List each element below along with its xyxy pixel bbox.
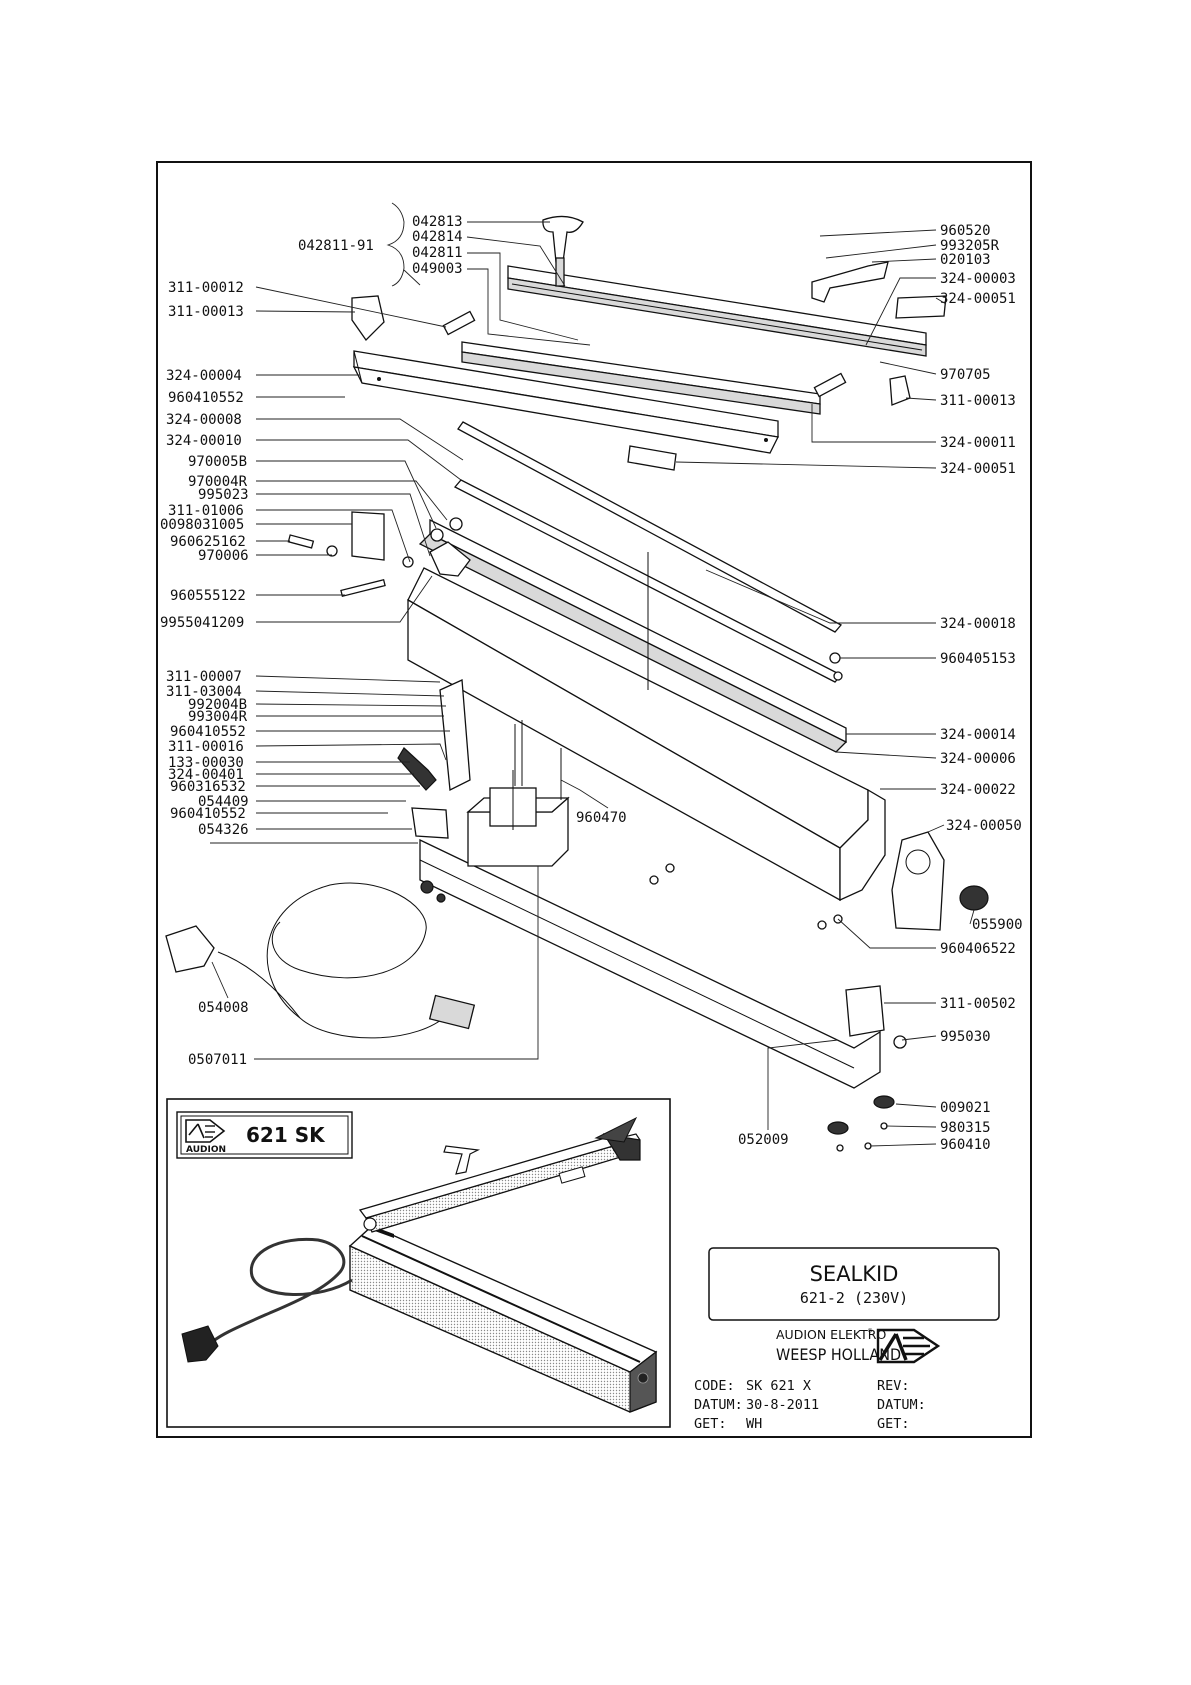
part-label-324-00006: 324-00006 bbox=[940, 751, 1016, 767]
part-label-960625162: 960625162 bbox=[170, 534, 246, 550]
part-labels: 042811-91 042813 042814 042811 049003 31… bbox=[160, 202, 1023, 1153]
rev-label: REV: bbox=[877, 1378, 910, 1394]
part-label-995023: 995023 bbox=[198, 487, 249, 503]
part-label-042811: 042811 bbox=[412, 245, 463, 261]
part-label-054409: 054409 bbox=[198, 794, 249, 810]
part-label-group: 042811-91 bbox=[298, 238, 374, 254]
audion-logo-icon bbox=[185, 1119, 226, 1143]
part-label-311-00013-left: 311-00013 bbox=[168, 304, 244, 320]
part-label-324-00051-mid: 324-00051 bbox=[940, 461, 1016, 477]
datum-label: DATUM: bbox=[694, 1397, 743, 1413]
part-label-324-00050: 324-00050 bbox=[946, 818, 1022, 834]
part-label-960470: 960470 bbox=[576, 810, 627, 826]
ae-logo-icon bbox=[876, 1328, 941, 1364]
code-label: CODE: bbox=[694, 1378, 735, 1394]
part-label-970004r: 970004R bbox=[188, 474, 248, 490]
part-label-311-00016: 311-00016 bbox=[168, 739, 244, 755]
inset-brand: AUDION bbox=[186, 1145, 226, 1155]
inset-badge bbox=[176, 1111, 353, 1159]
part-label-9955041209: 9955041209 bbox=[160, 615, 244, 631]
product-name: SEALKID bbox=[810, 1262, 899, 1286]
part-label-960316532: 960316532 bbox=[170, 779, 246, 795]
part-label-992004b: 992004B bbox=[188, 697, 247, 713]
part-label-960410552-a: 960410552 bbox=[168, 390, 244, 406]
part-label-993004r: 993004R bbox=[188, 709, 248, 725]
title-block: SEALKID 621-2 (230V) AUDION ELEKTRO ® WE… bbox=[694, 1247, 1000, 1432]
sealer-illustration bbox=[181, 1116, 658, 1413]
company-line1: AUDION ELEKTRO bbox=[776, 1327, 886, 1342]
title-box bbox=[708, 1247, 1000, 1321]
part-label-054326: 054326 bbox=[198, 822, 249, 838]
part-label-960410552-b: 960410552 bbox=[170, 724, 246, 740]
part-label-311-00007: 311-00007 bbox=[166, 669, 242, 685]
part-label-324-00010: 324-00010 bbox=[166, 433, 242, 449]
part-label-0507011: 0507011 bbox=[188, 1052, 247, 1068]
part-label-311-00012: 311-00012 bbox=[168, 280, 244, 296]
part-label-311-01006: 311-01006 bbox=[168, 503, 244, 519]
part-label-995030: 995030 bbox=[940, 1029, 991, 1045]
part-label-049003: 049003 bbox=[412, 261, 463, 277]
part-label-324-00003: 324-00003 bbox=[940, 271, 1016, 287]
part-label-980315: 980315 bbox=[940, 1120, 991, 1136]
part-label-020103: 020103 bbox=[940, 252, 991, 268]
part-label-324-00014: 324-00014 bbox=[940, 727, 1016, 743]
exploded-view bbox=[165, 215, 989, 1152]
product-variant: 621-2 (230V) bbox=[800, 1289, 908, 1307]
get-label: GET: bbox=[694, 1416, 727, 1432]
part-label-960520: 960520 bbox=[940, 223, 991, 239]
datum-value: 30-8-2011 bbox=[746, 1397, 819, 1413]
drawing-frame bbox=[156, 161, 1032, 1438]
part-label-970006: 970006 bbox=[198, 548, 249, 564]
part-label-055900: 055900 bbox=[972, 917, 1023, 933]
code-value: SK 621 X bbox=[746, 1378, 811, 1394]
get2-label: GET: bbox=[877, 1416, 910, 1432]
part-label-960555122: 960555122 bbox=[170, 588, 246, 604]
registered-mark: ® bbox=[868, 1327, 873, 1335]
inset-frame bbox=[166, 1098, 671, 1428]
datum2-label: DATUM: bbox=[877, 1397, 926, 1413]
part-label-960405153: 960405153 bbox=[940, 651, 1016, 667]
part-label-324-00008: 324-00008 bbox=[166, 412, 242, 428]
part-label-324-00004: 324-00004 bbox=[166, 368, 242, 384]
product-inset: AUDION 621 SK bbox=[166, 1098, 671, 1428]
part-label-960410: 960410 bbox=[940, 1137, 991, 1153]
part-label-133-00030: 133-00030 bbox=[168, 755, 244, 771]
part-label-324-00401: 324-00401 bbox=[168, 767, 244, 783]
part-label-311-03004: 311-03004 bbox=[166, 684, 242, 700]
part-label-311-00502: 311-00502 bbox=[940, 996, 1016, 1012]
part-label-042814: 042814 bbox=[412, 229, 463, 245]
part-label-970705: 970705 bbox=[940, 367, 991, 383]
part-label-054008: 054008 bbox=[198, 1000, 249, 1016]
part-label-324-00018: 324-00018 bbox=[940, 616, 1016, 632]
part-label-042813: 042813 bbox=[412, 214, 463, 230]
part-label-0098031005: 0098031005 bbox=[160, 517, 244, 533]
part-label-311-00013-right: 311-00013 bbox=[940, 393, 1016, 409]
get-value: WH bbox=[746, 1416, 762, 1432]
company-line2: WEESP HOLLAND bbox=[776, 1345, 901, 1364]
inset-model: 621 SK bbox=[246, 1123, 326, 1147]
part-label-324-00051-top: 324-00051 bbox=[940, 291, 1016, 307]
part-label-324-00022: 324-00022 bbox=[940, 782, 1016, 798]
part-label-324-00011: 324-00011 bbox=[940, 435, 1016, 451]
part-label-009021: 009021 bbox=[940, 1100, 991, 1116]
part-label-970005b: 970005B bbox=[188, 454, 247, 470]
part-label-993205r: 993205R bbox=[940, 238, 1000, 254]
part-label-960406522: 960406522 bbox=[940, 941, 1016, 957]
part-label-960410552-c: 960410552 bbox=[170, 806, 246, 822]
part-label-052009: 052009 bbox=[738, 1132, 789, 1148]
